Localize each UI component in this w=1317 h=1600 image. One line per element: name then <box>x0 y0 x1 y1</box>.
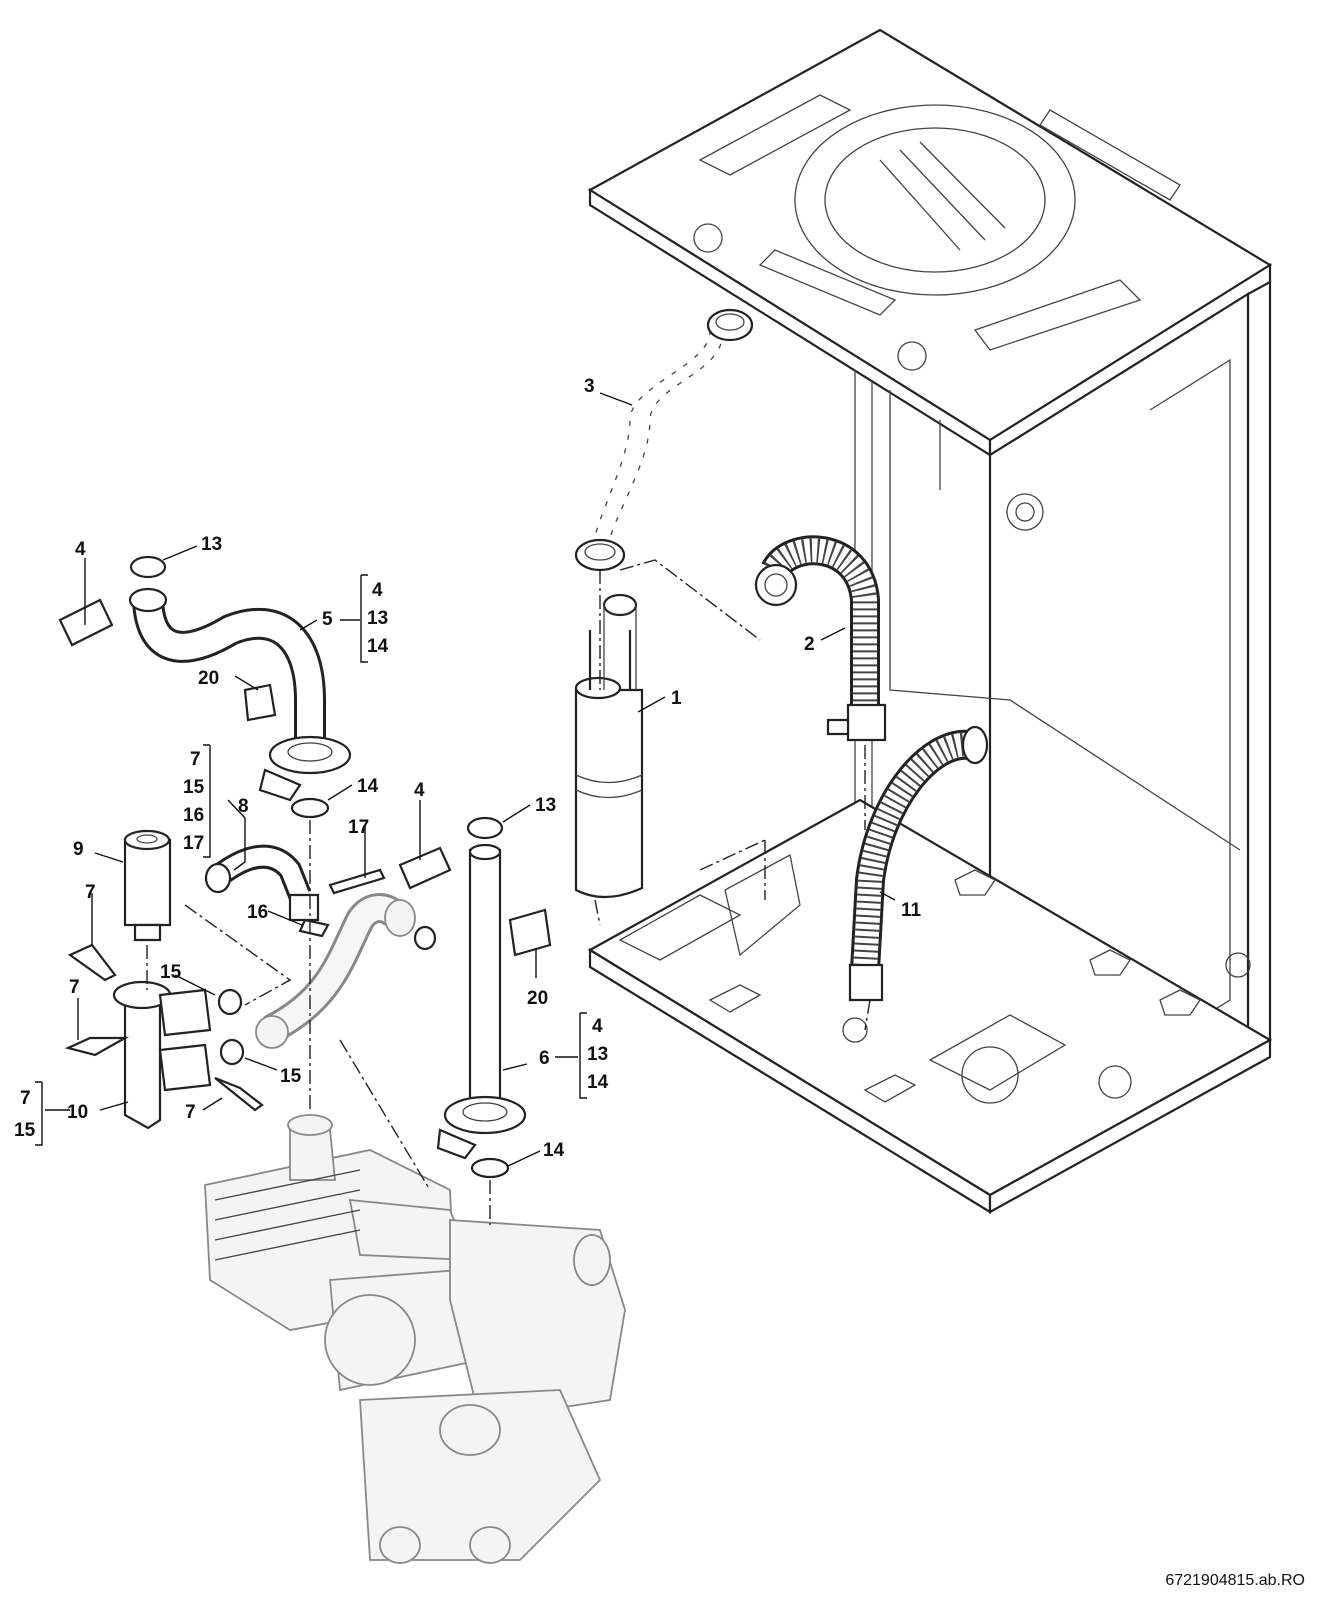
label-part-7b: 7 <box>69 977 80 998</box>
group-8-item: 17 <box>183 833 204 854</box>
label-part-13a: 13 <box>201 534 222 555</box>
assembly-lines <box>146 559 871 1225</box>
label-part-20b: 20 <box>527 988 548 1009</box>
label-part-14a: 14 <box>357 776 379 797</box>
group-8-item: 15 <box>183 777 205 798</box>
group-8-item: 16 <box>183 805 204 826</box>
part-2-hose <box>754 535 887 742</box>
casing-frame <box>587 28 1273 1214</box>
part-3-pipe <box>574 308 754 572</box>
label-part-8: 8 <box>238 796 249 817</box>
group-5-item: 4 <box>372 580 383 601</box>
label-part-14b: 14 <box>543 1140 565 1161</box>
label-part-2: 2 <box>804 634 815 655</box>
label-part-20a: 20 <box>198 668 219 689</box>
grey-elbow-pipe <box>255 893 416 1049</box>
group-6-item: 4 <box>592 1016 603 1037</box>
group-brackets <box>35 574 587 1146</box>
group-10-item: 15 <box>14 1120 36 1141</box>
label-part-16: 16 <box>247 902 268 923</box>
leader-lines <box>45 392 896 1167</box>
label-part-4b: 4 <box>414 780 425 801</box>
label-part-13b: 13 <box>535 795 556 816</box>
part-9-filter <box>123 829 172 942</box>
label-part-4a: 4 <box>75 539 86 560</box>
label-part-5: 5 <box>322 609 333 630</box>
label-part-11: 11 <box>901 900 922 921</box>
label-part-10: 10 <box>67 1102 88 1123</box>
group-8-item: 7 <box>190 749 201 770</box>
small-parts <box>58 555 552 1179</box>
part-8-elbow <box>204 844 320 922</box>
label-part-7c: 7 <box>185 1102 196 1123</box>
group-10-item: 7 <box>20 1088 31 1109</box>
part-1-siphon <box>574 593 644 899</box>
reference-code: 6721904815.ab.RO <box>1165 1572 1305 1589</box>
group-5-item: 13 <box>367 608 388 629</box>
part-labels: 3 1 2 4 13 5 20 14 4 13 17 8 9 16 7 20 1… <box>14 376 922 1161</box>
group-5-item: 14 <box>367 636 389 657</box>
label-part-15a: 15 <box>160 962 182 983</box>
label-part-9: 9 <box>73 839 84 860</box>
part-11-hose <box>848 725 989 1002</box>
label-part-1: 1 <box>671 688 682 709</box>
label-part-6: 6 <box>539 1048 550 1069</box>
heat-exchanger-unit <box>204 1114 626 1564</box>
label-part-7a: 7 <box>85 882 96 903</box>
label-part-15b: 15 <box>280 1066 302 1087</box>
label-part-17: 17 <box>348 817 369 838</box>
group-6-item: 14 <box>587 1072 609 1093</box>
group-6-item: 13 <box>587 1044 608 1065</box>
part-6-pipe <box>436 843 527 1160</box>
label-part-3: 3 <box>584 376 595 397</box>
part-10-valve <box>112 980 212 1130</box>
part-5-pipe <box>128 587 352 802</box>
